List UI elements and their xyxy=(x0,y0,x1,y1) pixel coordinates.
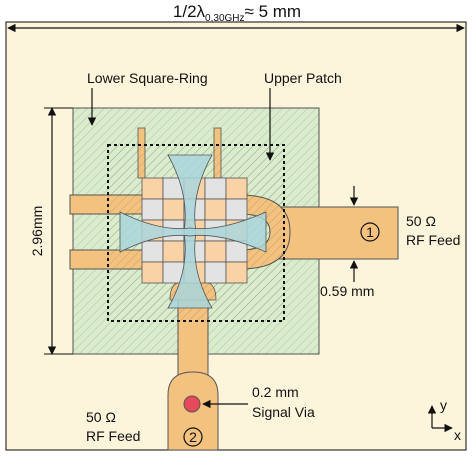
upper-patch-label: Upper Patch xyxy=(264,70,342,86)
port1-label: 1 xyxy=(366,224,374,240)
patch-cell xyxy=(162,240,185,263)
feed2-label-line1: 50 Ω xyxy=(86,409,116,425)
patch-cell xyxy=(204,261,227,284)
cross-arm-horizontal xyxy=(119,211,267,253)
patch-cell xyxy=(225,198,248,221)
lower-ring-label: Lower Square-Ring xyxy=(87,70,208,86)
patch-cell xyxy=(141,240,164,263)
patch-cell xyxy=(225,177,248,200)
height-label: 2.96mm xyxy=(29,206,45,257)
signal-via xyxy=(183,395,201,413)
patch-cell xyxy=(204,198,227,221)
patch-cell xyxy=(162,198,185,221)
via-name-label: Signal Via xyxy=(252,404,315,420)
axis-x-label: x xyxy=(454,427,461,443)
patch-cell xyxy=(141,177,164,200)
port1-marker xyxy=(360,222,380,242)
upper-patch-outline xyxy=(107,144,285,322)
feed1-label-line2: RF Feed xyxy=(406,232,460,248)
patch-cell xyxy=(225,240,248,263)
axis-y-label: y xyxy=(440,397,447,413)
patch-cell xyxy=(204,240,227,263)
feed2-label-line2: RF Feed xyxy=(86,428,140,444)
patch-cell xyxy=(204,177,227,200)
feed1-width-label: 0.59 mm xyxy=(320,283,374,299)
patch-cell xyxy=(225,261,248,284)
via-size-label: 0.2 mm xyxy=(252,384,299,400)
top-width-label: 1/2λ0,30GHz≈ 5 mm xyxy=(173,2,301,24)
port2-marker xyxy=(183,427,203,447)
patch-cell xyxy=(141,198,164,221)
port2-label: 2 xyxy=(189,429,197,445)
feed1-label-line1: 50 Ω xyxy=(406,213,436,229)
patch-cell xyxy=(141,261,164,284)
